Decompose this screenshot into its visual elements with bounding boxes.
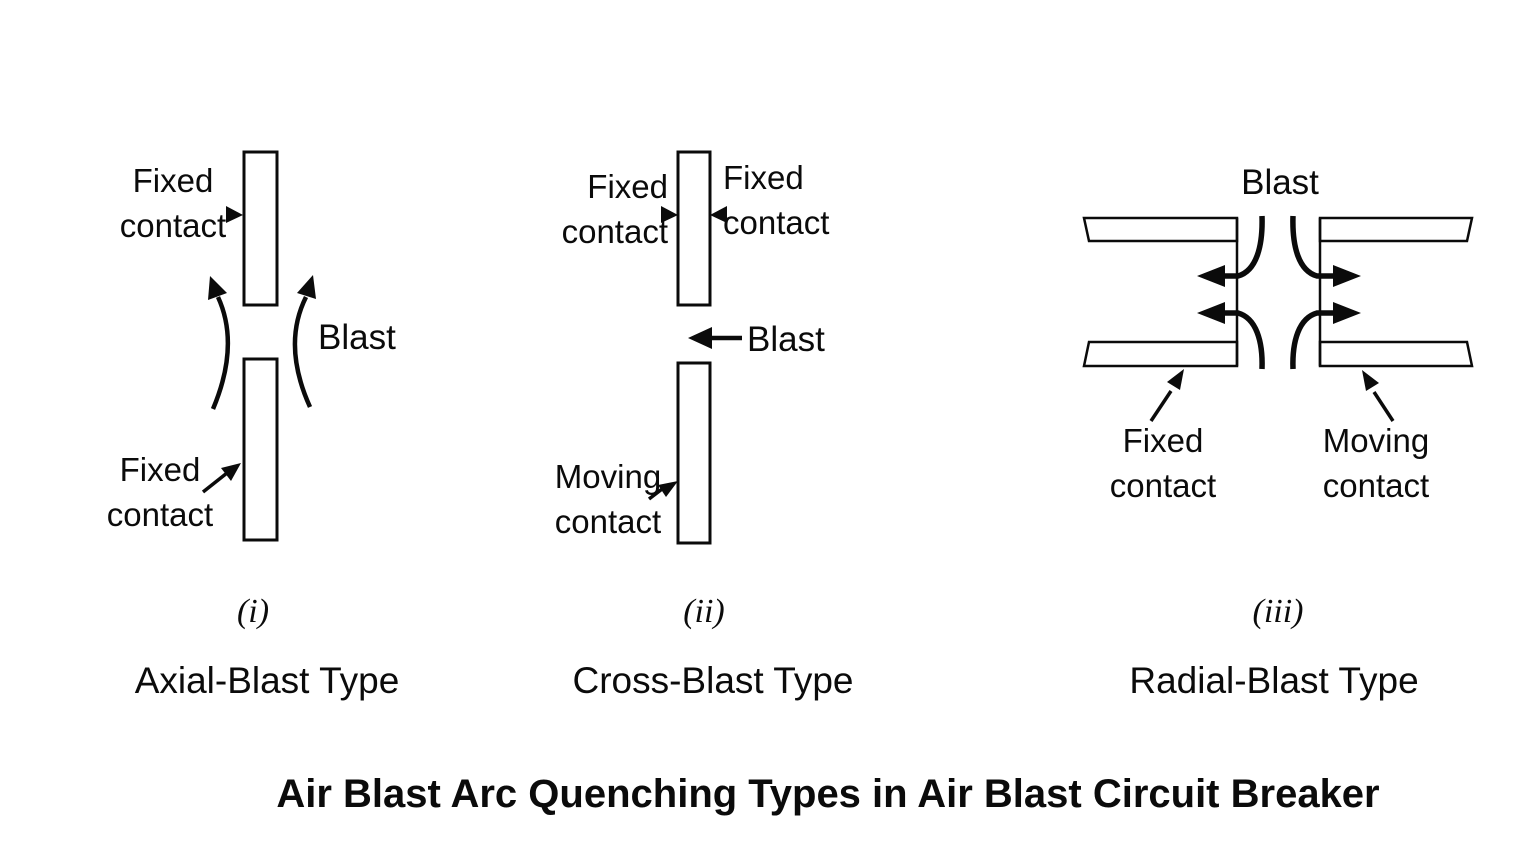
radial-fixed-contact-label: Fixed contact [1109, 422, 1217, 504]
radial-fixed-contact-top-bar [1082, 216, 1239, 243]
axial-blast-flow-left-arrowhead-icon [208, 276, 227, 300]
cross-blast-arrowhead-icon [688, 327, 712, 349]
axial-blast-flow-right [292, 295, 313, 408]
cross-blast-label: Blast [747, 320, 825, 359]
axial-bottom-contact-bar [242, 357, 279, 542]
radial-moving-contact-top-bar [1318, 216, 1474, 243]
radial-flow-upper-left-arrowhead-icon [1197, 265, 1225, 287]
caption-radial-blast-type: Radial-Blast Type [1129, 660, 1419, 701]
cross-moving-label-pointer-icon [658, 481, 678, 497]
axial-top-label-pointer-icon [226, 206, 243, 223]
axial-bottom-label-pointer-shaft [201, 471, 229, 494]
radial-flow-upper-right-arrowhead-icon [1333, 265, 1361, 287]
radial-moving-contact-bottom-bar [1318, 340, 1474, 368]
axial-bottom-contact-label: Fixed contact [106, 451, 214, 533]
caption-axial-blast-type: Axial-Blast Type [134, 660, 400, 701]
figure-title: Air Blast Arc Quenching Types in Air Bla… [276, 772, 1380, 816]
radial-moving-label-pointer-shaft [1372, 391, 1395, 422]
axial-blast-flow-right-arrowhead-icon [297, 275, 316, 299]
caption-numeral-ii: (ii) [683, 593, 725, 630]
cross-blast-diagram [647, 150, 742, 545]
axial-blast-label: Blast [318, 318, 396, 357]
caption-numeral-i: (i) [236, 593, 270, 630]
cross-upper-left-contact-label: Fixed contact [561, 168, 668, 250]
radial-fixed-label-pointer-icon [1167, 369, 1184, 390]
radial-moving-label-pointer-icon [1362, 370, 1379, 391]
cross-lower-contact-label: Moving contact [554, 458, 662, 540]
cross-bottom-contact-bar [676, 361, 712, 545]
axial-top-contact-label: Fixed contact [119, 162, 227, 244]
axial-top-contact-bar [242, 150, 279, 307]
cross-upper-right-contact-label: Fixed contact [723, 159, 830, 241]
radial-flow-upper-right [1290, 215, 1333, 279]
radial-flow-lower-right [1290, 310, 1333, 370]
radial-blast-label: Blast [1241, 163, 1319, 202]
radial-moving-contact-label: Moving contact [1322, 422, 1430, 504]
axial-bottom-label-pointer-icon [221, 463, 241, 481]
radial-fixed-contact-bottom-bar [1082, 340, 1239, 368]
radial-blast-diagram [1082, 215, 1474, 422]
cross-right-label-pointer-icon [710, 206, 727, 223]
cross-top-contact-bar [676, 150, 712, 307]
radial-flow-lower-right-arrowhead-icon [1333, 302, 1361, 324]
radial-fixed-label-pointer-shaft [1149, 390, 1173, 422]
radial-flow-upper-left [1225, 215, 1265, 279]
axial-blast-diagram [201, 150, 316, 542]
cross-left-label-pointer-icon [661, 206, 678, 223]
caption-numeral-iii: (iii) [1252, 593, 1304, 630]
radial-flow-lower-left-arrowhead-icon [1197, 302, 1225, 324]
axial-blast-flow-left [210, 296, 231, 410]
caption-cross-blast-type: Cross-Blast Type [572, 660, 854, 701]
radial-flow-lower-left [1225, 310, 1265, 370]
